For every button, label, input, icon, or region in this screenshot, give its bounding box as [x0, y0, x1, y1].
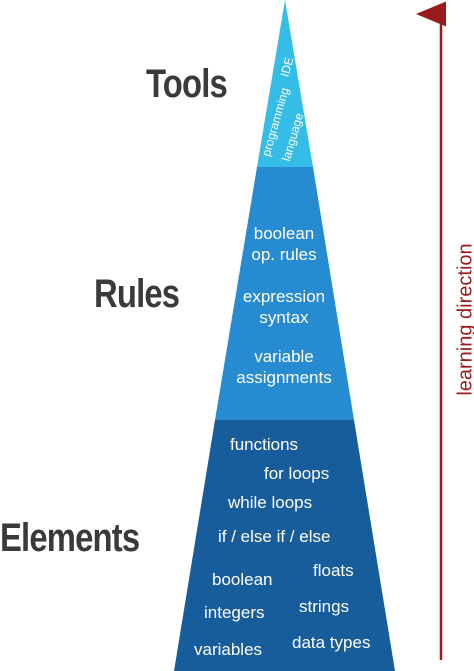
rules-item-syntax: syntax — [259, 308, 309, 327]
rules-item-variable: variable — [254, 347, 314, 366]
elements-label: Elements — [0, 516, 140, 560]
elements-item-floats: floats — [313, 561, 354, 580]
rules-label: Rules — [94, 272, 180, 316]
elements-tier — [174, 420, 395, 671]
rules-item-boolean: boolean — [253, 224, 315, 243]
rules-tier — [215, 167, 354, 420]
tools-tier — [257, 0, 313, 167]
tools-label: Tools — [146, 62, 228, 106]
rules-item-assignments: assignments — [236, 368, 332, 387]
elements-item-for-loops: for loops — [264, 464, 330, 483]
elements-item-strings: strings — [299, 597, 350, 616]
elements-item-boolean: boolean — [212, 570, 273, 589]
rules-item-expression: expression — [242, 287, 326, 306]
learning-direction-label: learning direction — [454, 243, 474, 396]
elements-item-functions: functions — [230, 435, 299, 454]
elements-item-data-types: data types — [292, 633, 371, 652]
elements-item-if-else: if / else if / else — [218, 527, 331, 546]
elements-item-variables: variables — [194, 640, 263, 659]
rules-item-op-rules: op. rules — [251, 245, 317, 264]
elements-item-while-loops: while loops — [228, 493, 313, 512]
elements-item-integers: integers — [204, 603, 265, 622]
